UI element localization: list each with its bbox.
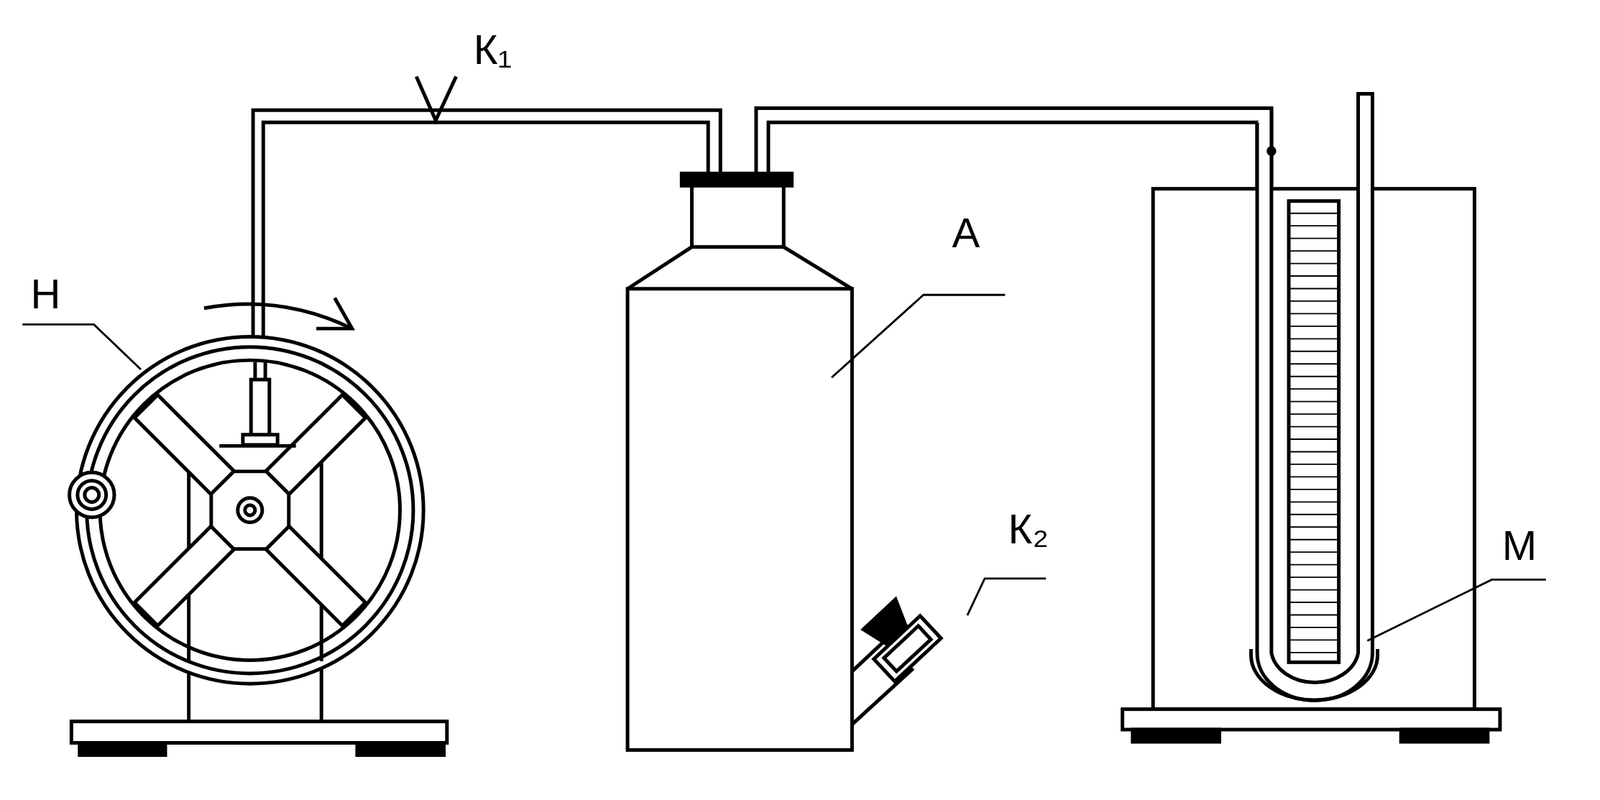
- scale-tick: [1288, 513, 1340, 516]
- scale-tick: [1288, 551, 1340, 553]
- scale-tick: [1288, 426, 1340, 428]
- pipe: [756, 107, 1272, 190]
- scale-tick: [1288, 638, 1340, 641]
- valve-label: К₁: [473, 28, 512, 71]
- scale-tick: [1288, 463, 1340, 466]
- scale-tick: [1288, 263, 1340, 265]
- scale-tick: [1288, 300, 1340, 302]
- scale-tick: [1288, 413, 1340, 415]
- scale-tick: [1288, 601, 1340, 604]
- scale-tick: [1288, 237, 1340, 240]
- scale-tick: [1288, 275, 1340, 277]
- manometer-label: М: [1502, 524, 1537, 567]
- scale-tick: [1288, 614, 1340, 616]
- scale-tick: [1288, 576, 1340, 578]
- scale-tick: [1288, 451, 1340, 453]
- scale-tick: [1288, 564, 1340, 566]
- scale-tick: [1288, 589, 1340, 591]
- scale-tick: [1288, 375, 1340, 378]
- scale-tick: [1288, 288, 1340, 290]
- scale-tick: [1288, 224, 1340, 227]
- bottle: [627, 173, 941, 750]
- scale-tick: [1288, 401, 1340, 403]
- scale-tick: [1288, 651, 1340, 654]
- scale-tick: [1288, 475, 1340, 478]
- valve-label: К₂: [1008, 508, 1049, 550]
- scale-tick: [1288, 250, 1340, 252]
- leader-line: [22, 294, 1547, 641]
- pump: [42, 298, 458, 756]
- scale-tick: [1288, 438, 1340, 440]
- scale-tick: [1288, 325, 1340, 328]
- scale-tick: [1288, 626, 1340, 629]
- manometer: [1122, 94, 1501, 742]
- scale-tick: [1288, 337, 1340, 340]
- scale-tick: [1288, 212, 1340, 215]
- scale-tick: [1288, 388, 1340, 390]
- scale-tick: [1288, 312, 1340, 315]
- scale-tick: [1288, 488, 1340, 491]
- scale-tick: [1288, 526, 1340, 528]
- scale-tick: [1288, 539, 1340, 541]
- scale-tick: [1288, 362, 1340, 365]
- scale-tick: [1288, 350, 1340, 353]
- pump-label: Н: [30, 273, 62, 315]
- scale-tick: [1288, 500, 1340, 503]
- vessel-label: А: [952, 212, 981, 254]
